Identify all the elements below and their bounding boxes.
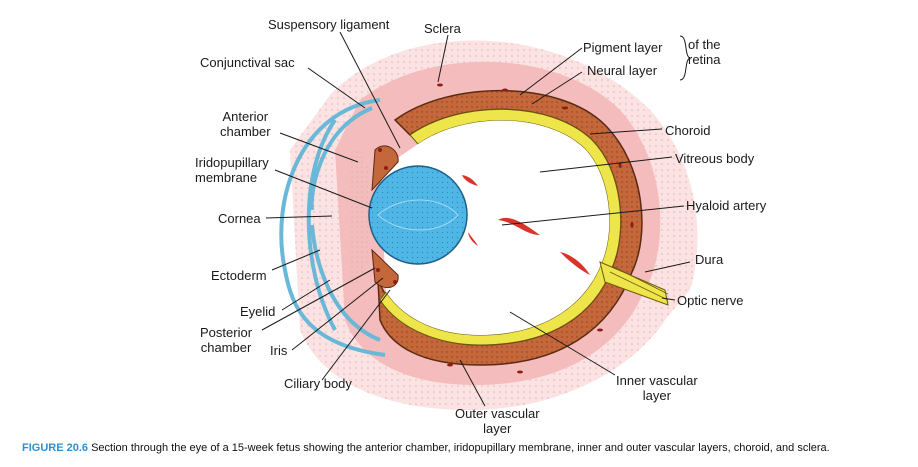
label-optic-nerve: Optic nerve [677,293,744,308]
label-posterior-chamber: Posterior chamber [200,325,253,355]
label-pigment-layer: Pigment layer [583,40,663,55]
label-eyelid: Eyelid [240,304,276,319]
label-ectoderm: Ectoderm [211,268,267,283]
label-vitreous-body: Vitreous body [675,151,755,166]
label-of-the-retina: of the retina [688,37,721,67]
cornea-shape [306,118,337,331]
hyaloid-vessel-2 [560,252,590,275]
hyaloid-vessel-1 [498,217,540,235]
label-cornea: Cornea [218,211,261,226]
lens [368,165,468,265]
caption-figure-number: FIGURE 20.6 [22,442,89,454]
scleral-vessels [376,83,634,374]
retina-brace [679,35,692,81]
label-neural-layer: Neural layer [587,63,658,78]
leader-lines [261,31,691,407]
label-inner-vascular-layer: Inner vascular layer [616,373,698,403]
label-suspensory-ligament: Suspensory ligament [268,17,390,32]
label-conjunctival-sac: Conjunctival sac [200,55,295,70]
label-ciliary-body: Ciliary body [284,376,352,391]
label-sclera: Sclera [424,21,461,36]
label-choroid: Choroid [665,123,711,138]
figure-caption: FIGURE 20.6 Section through the eye of a… [22,442,830,454]
caption-text: Section through the eye of a 15-week fet… [91,442,830,454]
hyaloid-vessel-4 [468,232,478,246]
label-outer-vascular-layer: Outer vascular layer [455,406,540,436]
label-hyaloid-artery: Hyaloid artery [686,198,767,213]
label-iridopupillary-membrane: Iridopupillary membrane [195,155,269,185]
eyelid-shape [309,106,381,342]
iris-lower [371,248,399,289]
label-iris: Iris [270,343,288,358]
ectoderm-shape [279,98,386,357]
label-anterior-chamber: Anterior chamber [220,109,271,139]
label-dura: Dura [695,252,724,267]
hyaloid-vessel-3 [462,175,478,186]
